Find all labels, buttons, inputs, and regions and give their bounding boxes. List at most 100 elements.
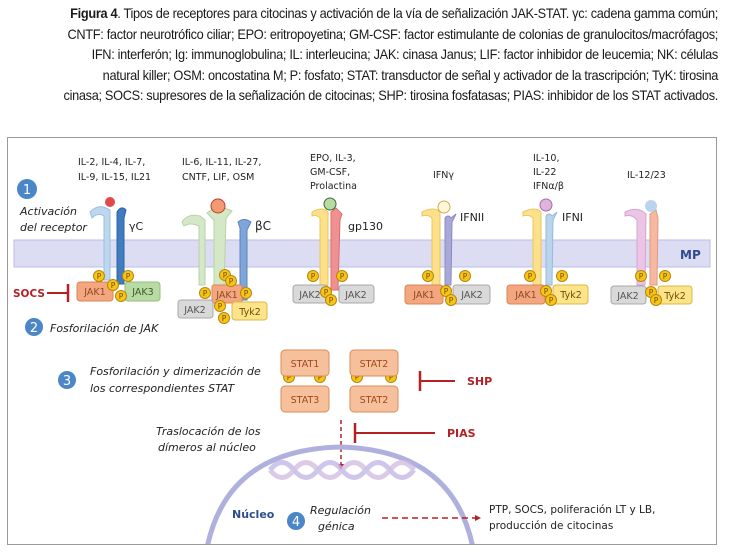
phosphate-label: P [649, 288, 654, 297]
phosphate-label: P [229, 277, 234, 286]
phosphate-circle [199, 287, 211, 299]
outcome-label-line2: producción de citocinas [489, 520, 613, 532]
phosphate-label: P [329, 296, 334, 305]
ligand-label: EPO, IL-3, [310, 153, 356, 164]
phosphate-circle [218, 312, 230, 324]
phosphate-label: P [119, 292, 124, 301]
outcome-label-line1: PTP, SOCS, poliferación LT y LB, [489, 504, 655, 516]
ligand-circle [645, 200, 657, 212]
receptor-il12-23: IL-12/23 JAK2 Tyk2 [610, 170, 693, 305]
ligand-label: IL-9, IL-15, IL21 [78, 172, 151, 183]
phosphate-label: P [111, 281, 116, 290]
stat-top-label: STAT1 [291, 359, 320, 370]
phosphate-label: P [218, 302, 223, 311]
step-3-circle [58, 371, 76, 389]
phosphate-label: P [549, 296, 554, 305]
plasma-membrane [13, 239, 711, 268]
phosphate-label: P [223, 271, 228, 280]
phosphate-circle [422, 270, 434, 282]
ligand-label: IFNα/β [533, 181, 564, 192]
phosphate-label: P [324, 288, 329, 297]
phosphate-circle [336, 270, 348, 282]
phosphate-circle [459, 270, 471, 282]
receptor-ifnii: IFNγ IFNII JAK1 JAK2 [404, 170, 491, 305]
step-3-label-line1: Fosforilación y dimerización de [90, 365, 261, 378]
ligand-label: Prolactina [310, 181, 357, 192]
nucleus-label: Núcleo [232, 508, 275, 521]
step-4-label-line1: Regulación [310, 504, 371, 517]
jak1-label: JAK1 [215, 290, 237, 301]
jak1-box [76, 281, 114, 302]
step-4-number: 4 [292, 515, 300, 530]
phosphate-label: P [311, 272, 316, 281]
phosphate-label: P [560, 272, 565, 281]
ligand-circle [210, 198, 226, 214]
chain-label: IFNI [562, 211, 583, 224]
stat-dimer: STAT1 STAT3 [280, 349, 330, 413]
jak2-label: JAK2 [344, 290, 366, 301]
step-2-circle [25, 318, 43, 336]
jak2-label: JAK2 [183, 305, 205, 316]
phosphate-circle [325, 294, 337, 306]
jak2-label: JAK2 [616, 291, 638, 302]
chain-label: γC [129, 220, 144, 233]
nuclear-envelope [205, 444, 475, 544]
step-1-number: 1 [23, 183, 31, 198]
phosphate-circle [214, 300, 226, 312]
step-4-circle [287, 512, 305, 530]
phosphate-circle [524, 270, 536, 282]
phosphate-label: P [389, 373, 394, 382]
phosphate-circle [445, 294, 457, 306]
phosphate-circle [650, 294, 662, 306]
ligand-label: CNTF, LIF, OSM [182, 172, 254, 183]
phosphate-circle [556, 270, 568, 282]
phosphate-label: P [222, 314, 227, 323]
receptor-ifni: IL-10, IL-22 IFNα/β IFNI JAK1 Tyk2 [506, 153, 589, 305]
ligand-circle [105, 197, 115, 207]
phosphate-circle [240, 287, 252, 299]
phosphate-label: P [97, 272, 102, 281]
figure-caption: Figura 4. Tipos de receptores para citoc… [62, 4, 719, 107]
chain-label: gp130 [348, 220, 383, 233]
translocation-label-line1: Traslocación de los [156, 425, 261, 438]
jak2-label: JAK2 [298, 290, 320, 301]
phosphate-label: P [203, 289, 208, 298]
ligand-label: IL-10, [533, 153, 559, 164]
dna-helix [268, 460, 416, 480]
receptor-beta-c: IL-6, IL-11, IL-27, CNTF, LIF, OSM βC JA… [177, 157, 271, 321]
tyk2-label: Tyk2 [559, 290, 582, 301]
phosphate-label: P [318, 373, 323, 382]
translocation-label-line2: dímeros al núcleo [158, 441, 256, 454]
stat-bottom-label: STAT3 [291, 395, 320, 406]
phosphate-label: P [449, 296, 454, 305]
phosphate-circle [107, 279, 119, 291]
phosphate-label: P [654, 296, 659, 305]
caption-text: . Tipos de receptores para citocinas y a… [63, 6, 719, 104]
receptor-gamma-c: IL-2, IL-4, IL-7, IL-9, IL-15, IL21 γC J… [76, 157, 161, 302]
phosphate-label: P [426, 272, 431, 281]
phosphate-circle [307, 270, 319, 282]
phosphate-label: P [463, 272, 468, 281]
phosphate-circle [545, 294, 557, 306]
jak1-label: JAK1 [514, 290, 536, 301]
jak1-label: JAK1 [412, 290, 434, 301]
phosphate-label: P [355, 373, 360, 382]
phosphate-label: P [340, 272, 345, 281]
step-3-label-line2: los correspondientes STAT [90, 382, 236, 395]
shp-label: SHP [467, 375, 492, 388]
step-1-circle [17, 179, 37, 199]
stat-dimer: STAT2 STAT2 [349, 349, 399, 413]
ligand-circle [323, 197, 337, 211]
phosphate-circle [659, 270, 671, 282]
jak2-box [338, 284, 375, 304]
step-2-label: Fosforilación de JAK [50, 322, 159, 335]
phosphate-label: P [444, 287, 449, 296]
tyk2-label: Tyk2 [663, 291, 686, 302]
phosphate-circle [540, 285, 552, 297]
tyk2-label: Tyk2 [238, 307, 261, 318]
ligand-label: GM-CSF, [310, 167, 350, 178]
phosphate-circle [225, 275, 237, 287]
phosphate-label: P [639, 272, 644, 281]
phosphate-circle [115, 290, 127, 302]
